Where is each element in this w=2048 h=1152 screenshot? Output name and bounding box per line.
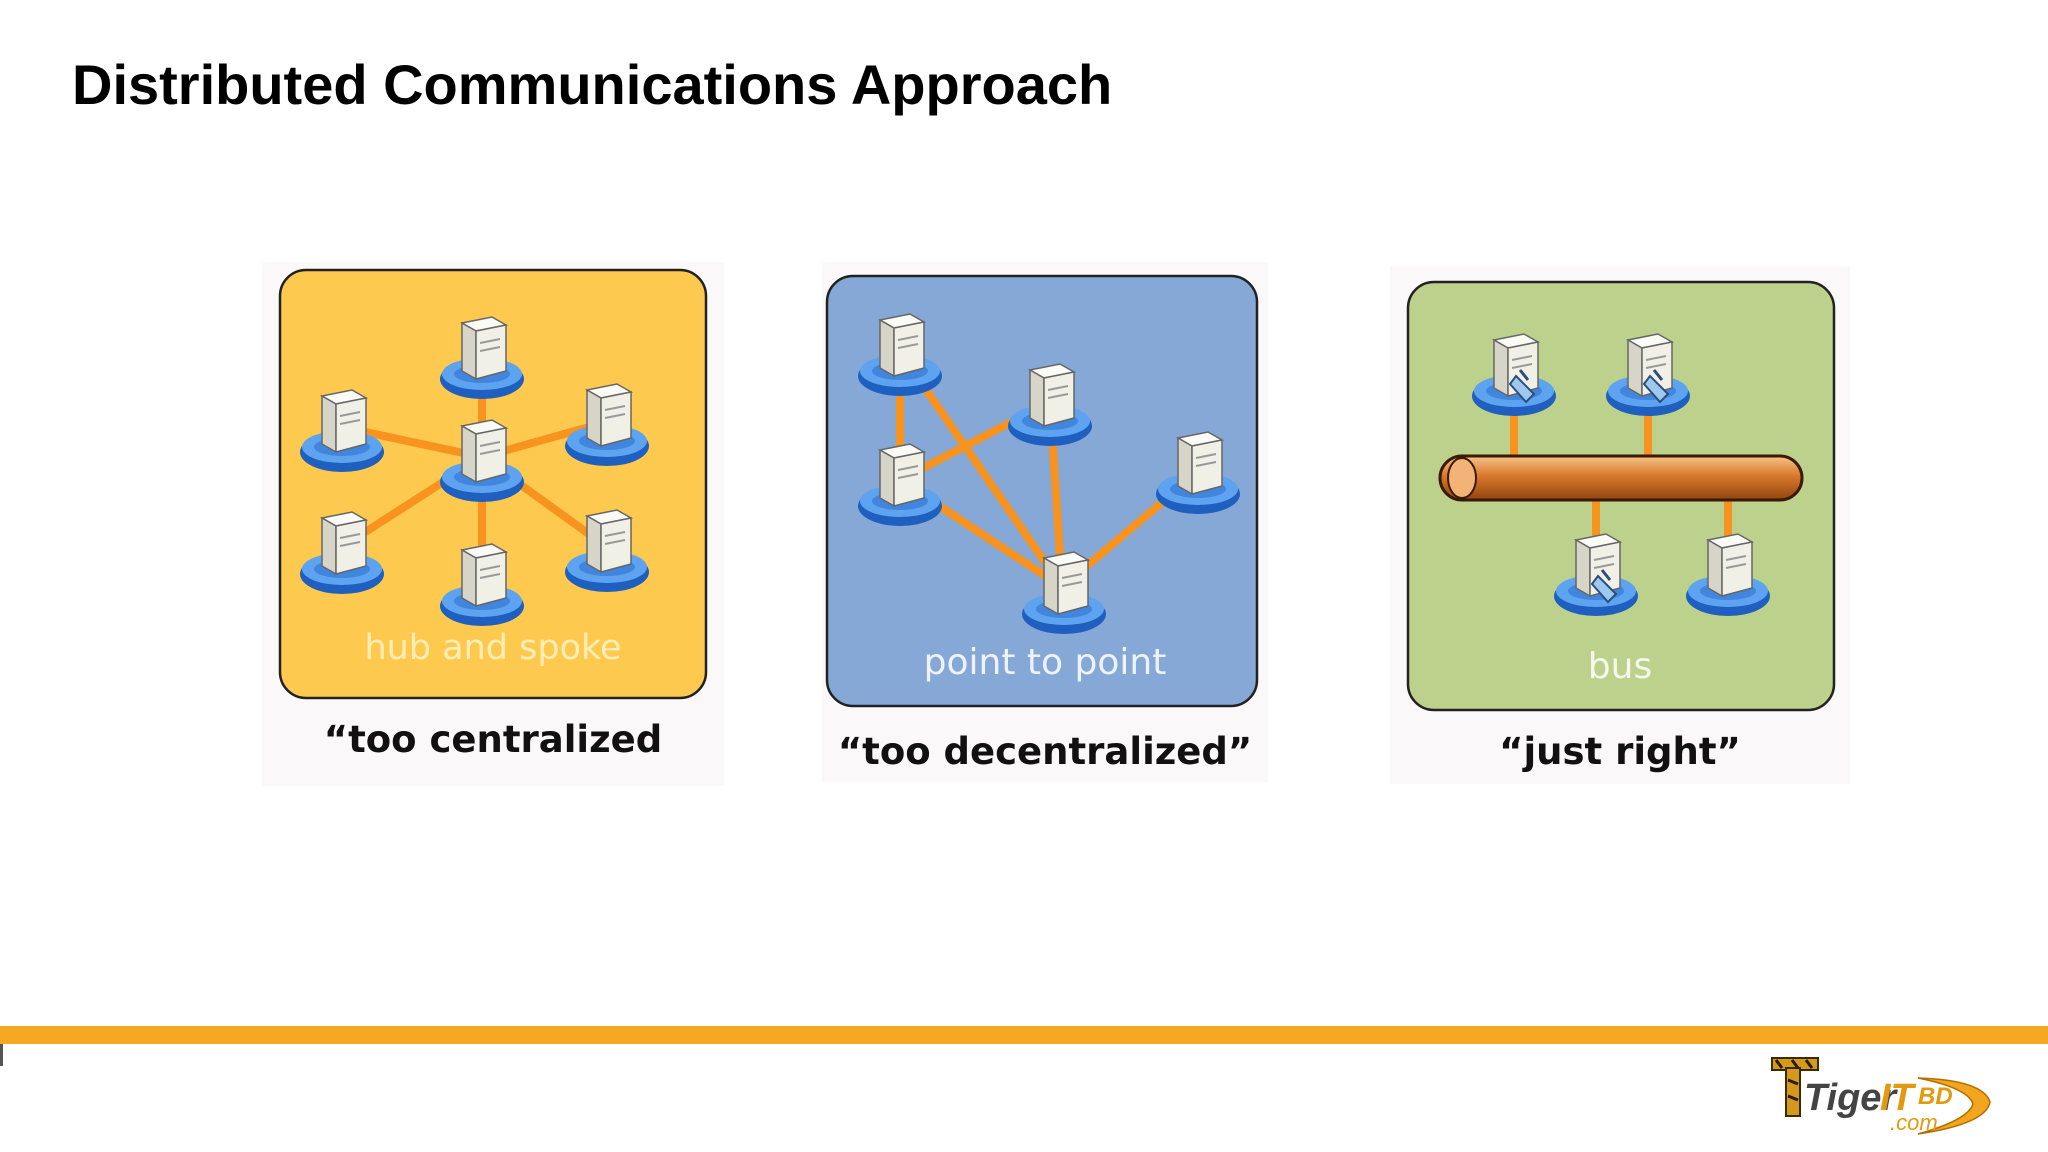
footer-tick-mark: [0, 1044, 3, 1066]
server-node-icon: [440, 543, 524, 626]
server-node-icon: [440, 316, 524, 399]
server-node-icon: [858, 443, 942, 526]
server-node-icon: [1156, 431, 1240, 514]
server-node-icon: [565, 509, 649, 592]
hub-and-spoke-diagram: [278, 268, 708, 700]
p2p-panel-label: point to point: [923, 642, 1167, 683]
hub-nodes: [300, 316, 649, 626]
server-adapter-icon: [1554, 533, 1638, 616]
bus-panel: bus “just right”: [1390, 266, 1850, 784]
message-bus-pipe-end: [1447, 457, 1477, 499]
logo-tiger-letter-icon: [1771, 1057, 1819, 1117]
p2p-nodes: [858, 313, 1240, 634]
server-node-icon: [858, 313, 942, 396]
server-node-icon: [565, 383, 649, 466]
slide-title: Distributed Communications Approach: [72, 53, 1113, 116]
hub-panel-caption: “too centralized: [323, 718, 663, 761]
point-to-point-diagram: [825, 274, 1259, 708]
footer-accent-bar: [0, 1026, 2048, 1044]
logo-swoosh-icon: [1917, 1077, 1991, 1135]
server-node-icon: [1686, 533, 1770, 616]
bus-panel-label: bus: [1587, 646, 1653, 687]
logo-text-bd: BD: [1918, 1083, 1953, 1110]
hub-and-spoke-panel: hub and spoke “too centralized: [262, 262, 724, 786]
message-bus-pipe: [1438, 454, 1804, 502]
server-adapter-icon: [1606, 333, 1690, 416]
p2p-panel-caption: “too decentralized”: [837, 730, 1253, 773]
hub-panel-label: hub and spoke: [364, 628, 622, 668]
server-hub-icon: [440, 419, 524, 502]
server-node-icon: [1008, 363, 1092, 446]
server-adapter-icon: [1472, 333, 1556, 416]
logo-text-it: IT: [1880, 1077, 1917, 1119]
point-to-point-panel: point to point “too decentralized”: [822, 262, 1268, 782]
logo-text-tiger: Tiger: [1804, 1077, 1898, 1119]
bus-diagram: [1406, 280, 1836, 712]
bus-nodes: [1472, 333, 1770, 616]
tiger-logo-icon: Tiger IT BD .com: [1771, 1057, 1991, 1135]
server-node-icon: [300, 511, 384, 594]
server-node-icon: [300, 389, 384, 472]
logo-text-domain: .com: [1890, 1110, 1938, 1135]
bus-panel-caption: “just right”: [1499, 730, 1741, 773]
server-node-icon: [1022, 551, 1106, 634]
